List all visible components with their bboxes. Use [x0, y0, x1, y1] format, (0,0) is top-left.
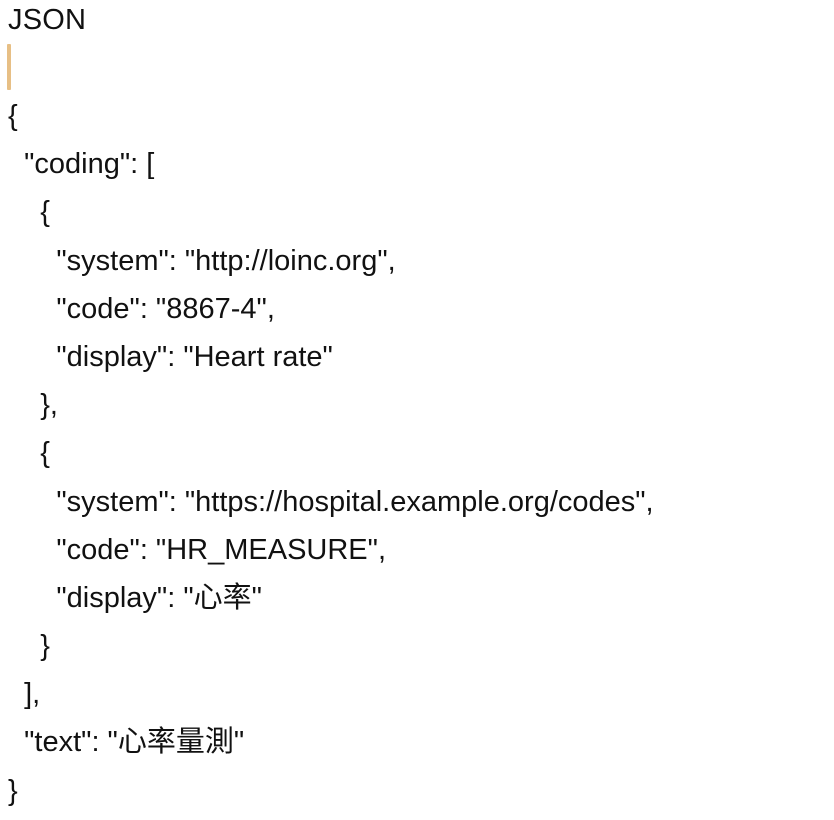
code-line: "coding": [: [8, 148, 155, 181]
text-cursor: [7, 44, 11, 90]
code-line: }: [8, 630, 50, 663]
code-line: ],: [8, 678, 41, 711]
code-line: "system": "https://hospital.example.org/…: [8, 485, 654, 518]
document-title: JSON: [8, 4, 87, 36]
code-line: {: [8, 196, 50, 229]
code-line: "text": "心率量測": [8, 726, 245, 759]
code-line: "display": "Heart rate": [8, 340, 333, 373]
code-line: {: [8, 437, 50, 470]
code-line: }: [8, 774, 18, 807]
json-code-block[interactable]: { "coding": [ { "system": "http://loinc.…: [8, 92, 654, 815]
code-line: "system": "http://loinc.org",: [8, 244, 396, 277]
code-line: },: [8, 389, 58, 422]
code-line: "code": "8867-4",: [8, 292, 275, 325]
code-line: "code": "HR_MEASURE",: [8, 533, 387, 566]
code-line: "display": "心率": [8, 581, 262, 614]
code-line: {: [8, 100, 18, 132]
